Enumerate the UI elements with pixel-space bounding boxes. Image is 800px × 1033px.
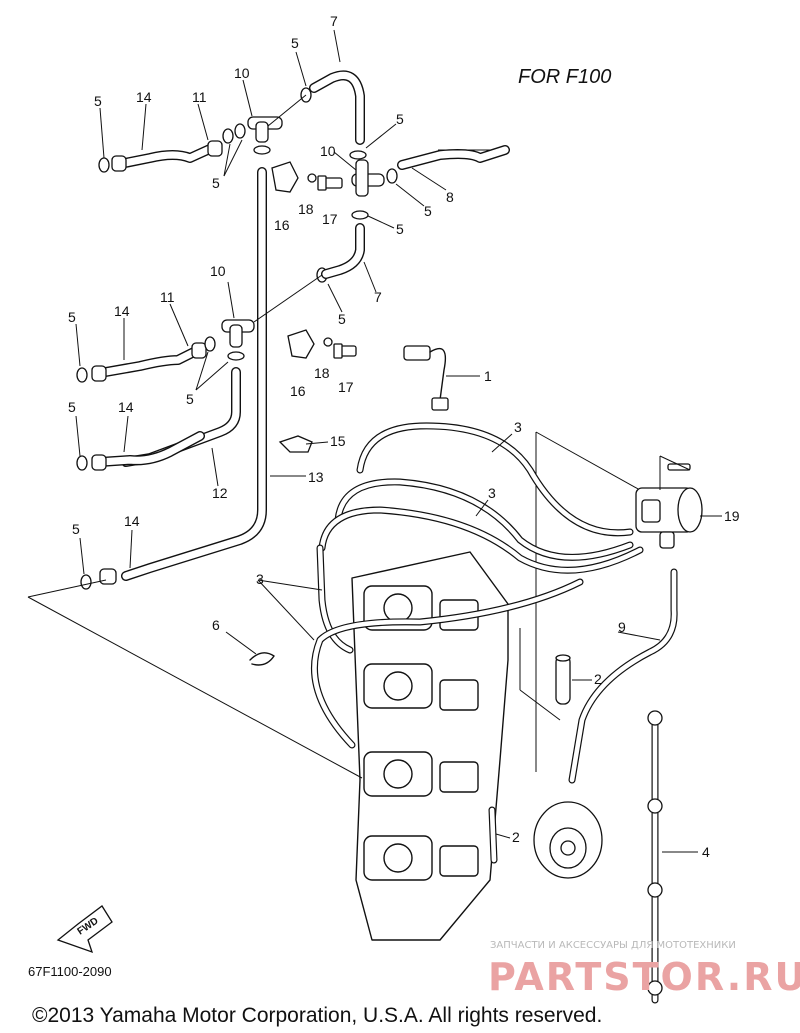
vent-hose-13	[121, 167, 267, 581]
hose-14-bottom	[99, 568, 117, 585]
callout-11: 11	[192, 89, 207, 105]
callout-14: 14	[118, 399, 134, 415]
callout-12: 12	[212, 485, 228, 501]
callout-17: 17	[338, 379, 354, 395]
throttle-pulley	[533, 801, 603, 879]
hose-8	[397, 145, 510, 170]
holder-16-lower	[287, 329, 357, 359]
hose-7-top	[309, 70, 365, 145]
fwd-arrow: FWD	[56, 905, 113, 954]
callout-labels: 7 5 10 14 11 5 5 5 10 8 5 18 17 16 5 10 …	[68, 13, 740, 860]
callout-5: 5	[68, 399, 76, 415]
clip-6	[249, 652, 275, 666]
hose-9	[568, 568, 678, 784]
hose-14-mid	[91, 342, 207, 382]
watermark-tagline: ЗАПЧАСТИ И АКСЕССУАРЫ ДЛЯ МОТОТЕХНИКИ	[490, 940, 736, 951]
sensor-19	[635, 455, 703, 549]
callout-5: 5	[72, 521, 80, 537]
hose-14-top	[111, 140, 223, 172]
callout-5: 5	[338, 311, 346, 327]
callout-5: 5	[186, 391, 194, 407]
callout-13: 13	[308, 469, 324, 485]
callout-5: 5	[424, 203, 432, 219]
callout-14: 14	[114, 303, 130, 319]
callout-7: 7	[374, 289, 382, 305]
t-joint-10-top	[247, 116, 283, 143]
callout-5: 5	[396, 221, 404, 237]
callout-3: 3	[514, 419, 522, 435]
callout-3: 3	[488, 485, 496, 501]
callout-1: 1	[484, 368, 492, 384]
vent-hose-12	[121, 367, 241, 467]
callout-18: 18	[314, 365, 330, 381]
callout-15: 15	[330, 433, 346, 449]
harness-1	[403, 345, 449, 411]
pipe-2-lower	[488, 806, 498, 864]
callout-10: 10	[234, 65, 250, 81]
callout-3: 3	[256, 571, 264, 587]
holder-16-top	[271, 161, 343, 193]
engine-block	[351, 551, 509, 941]
callout-10: 10	[210, 263, 226, 279]
callout-18: 18	[298, 201, 314, 217]
callout-19: 19	[724, 508, 740, 524]
copyright-notice: ©2013 Yamaha Motor Corporation, U.S.A. A…	[32, 1004, 602, 1027]
vent-hose-3-set	[311, 422, 644, 749]
model-header: FOR F100	[518, 66, 611, 88]
hose-7-lower	[321, 223, 365, 279]
callout-6: 6	[212, 617, 220, 633]
t-joint-10-lower	[221, 319, 255, 348]
callout-16: 16	[290, 383, 306, 399]
callout-4: 4	[702, 844, 710, 860]
watermark-brand: PARTSTOR.RU	[488, 955, 800, 999]
callout-8: 8	[446, 189, 454, 205]
callout-5: 5	[94, 93, 102, 109]
t-joint-10-mid	[351, 159, 385, 197]
callout-5: 5	[396, 111, 404, 127]
callout-5: 5	[68, 309, 76, 325]
callout-5: 5	[212, 175, 220, 191]
callout-2: 2	[512, 829, 520, 845]
callout-5: 5	[291, 35, 299, 51]
clip-15	[278, 435, 313, 453]
callout-14: 14	[136, 89, 152, 105]
callout-14: 14	[124, 513, 140, 529]
hose-14-lower	[91, 431, 205, 471]
callout-7: 7	[330, 13, 338, 29]
watermark: ЗАПЧАСТИ И АКСЕССУАРЫ ДЛЯ МОТОТЕХНИКИ PA…	[488, 940, 800, 999]
callout-16: 16	[274, 217, 290, 233]
callout-9: 9	[618, 619, 626, 635]
diagram-part-code: 67F1100-2090	[28, 964, 112, 979]
pipe-2-upper	[555, 654, 571, 705]
callout-11: 11	[160, 289, 175, 305]
callout-10: 10	[320, 143, 336, 159]
callout-17: 17	[322, 211, 338, 227]
callout-leaders	[75, 29, 722, 853]
callout-2: 2	[594, 671, 602, 687]
link-rod-4	[647, 710, 663, 1004]
